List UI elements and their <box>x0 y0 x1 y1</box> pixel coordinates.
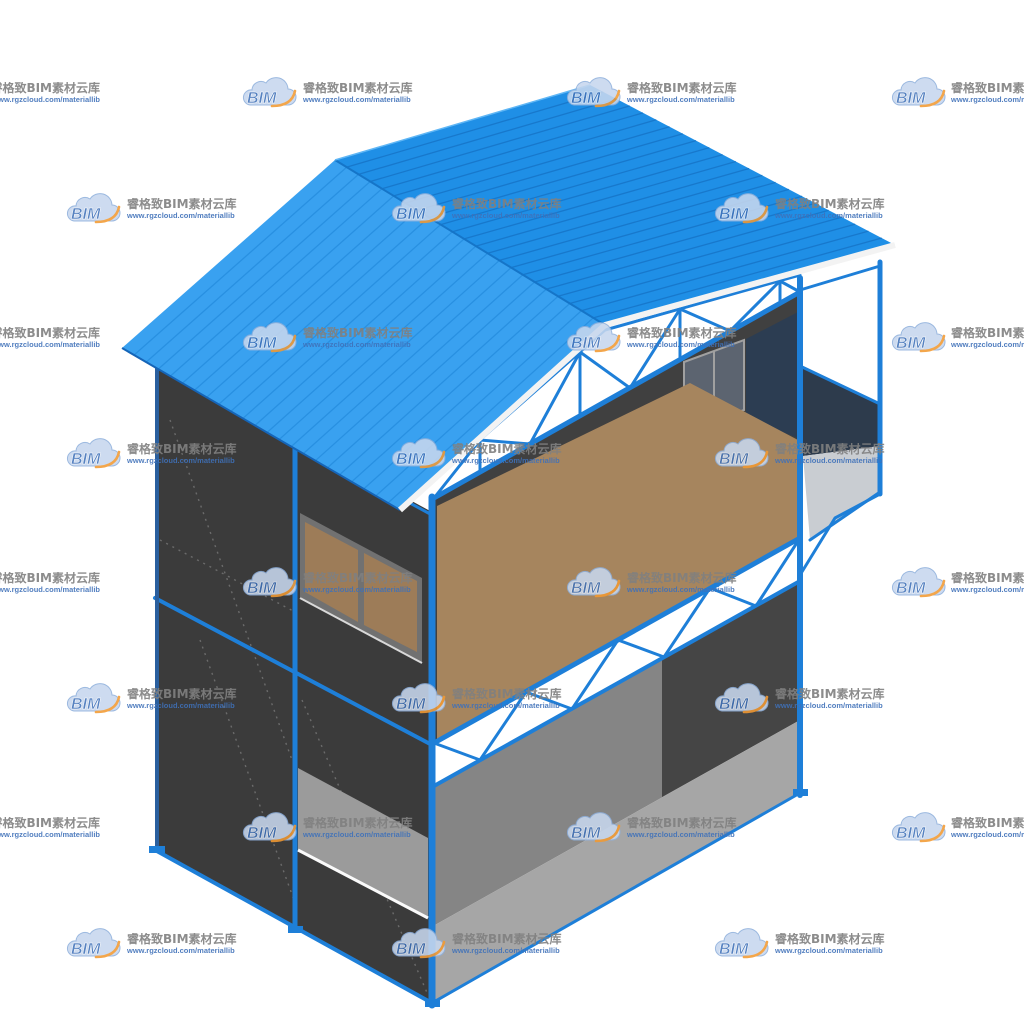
roof-rib-right <box>440 146 710 226</box>
window-pane-right <box>364 553 417 652</box>
roof-rib-left <box>387 317 594 504</box>
roof-rib-left <box>206 209 418 398</box>
roof-rib-left <box>302 267 512 455</box>
side-window <box>299 513 423 664</box>
roof-rib-left <box>339 288 547 476</box>
base-plate <box>149 846 165 853</box>
roof-rib-left <box>351 295 559 483</box>
roof-rib-right <box>393 119 657 197</box>
roof-rib-left <box>266 245 477 434</box>
roof-rib-left <box>133 166 348 356</box>
floor-truss <box>431 535 803 788</box>
roof-rib-left <box>230 224 442 412</box>
floor-truss-bottom-chord <box>432 579 802 788</box>
roof-truss-bottom-chord <box>431 289 803 501</box>
window-sill <box>299 597 423 664</box>
side-balcony <box>798 259 883 577</box>
roof-rib-right <box>346 91 604 168</box>
roof-rib-right <box>463 160 737 240</box>
roof-left-eave <box>121 347 401 511</box>
roof-rib-left <box>242 231 453 419</box>
roof-rib-right <box>370 105 630 183</box>
roof-rib-right <box>405 126 670 204</box>
roof-rib-left <box>314 274 524 462</box>
upper-story <box>435 292 800 745</box>
roof-rib-right <box>546 209 829 290</box>
roof-rib-right <box>557 216 843 297</box>
roof-rib-right <box>534 202 816 283</box>
wall-seam <box>169 419 293 761</box>
upper-right-inner-wall <box>746 312 798 438</box>
front-base-beam <box>430 791 802 1005</box>
roof-rib-right <box>593 237 882 319</box>
balcony-roof-beam <box>798 264 882 292</box>
roof-rib-right <box>475 167 750 247</box>
roof-rib-left <box>182 195 395 384</box>
wall-seam <box>159 539 296 613</box>
roof-rib-right <box>487 174 763 254</box>
roof-rib-right <box>569 223 856 305</box>
roof-rib-left <box>278 252 489 441</box>
base-plate <box>425 999 440 1007</box>
ground-floor <box>435 720 800 1003</box>
balcony-top-beam <box>798 364 882 406</box>
floor-truss-webs <box>432 536 802 762</box>
roof-rib-right <box>428 140 697 219</box>
roof-back-edge <box>334 84 591 161</box>
roof-rib-left <box>169 188 383 377</box>
roof-rib-right <box>358 98 617 175</box>
roof-rib-right <box>416 133 684 211</box>
roof-right-slope <box>335 85 895 325</box>
roof-rib-left <box>145 173 359 363</box>
balcony-slab <box>803 446 880 540</box>
roof-rib-right <box>581 230 869 312</box>
roof-rib-left <box>194 202 406 391</box>
roof-rib-left <box>218 216 430 405</box>
base-plate <box>793 789 808 796</box>
base-plates <box>149 789 808 1007</box>
roof-left-slope <box>122 160 605 510</box>
window-pane-left <box>305 522 358 622</box>
opening-threshold <box>297 848 429 920</box>
base-plate <box>288 926 303 933</box>
roof-rib-left <box>327 281 535 469</box>
roof-rib-right <box>452 153 723 233</box>
roof-rib-left <box>290 259 500 448</box>
roof-truss-webs <box>432 279 802 500</box>
roof-rib-left <box>254 238 465 426</box>
balcony-back-panel <box>803 366 880 456</box>
roof-rib-left <box>157 181 371 370</box>
side-lower-opening <box>298 768 428 918</box>
upper-wood-floor <box>437 383 798 742</box>
balcony-brace <box>798 492 882 577</box>
roof-rib-right <box>381 112 644 190</box>
roof-ridge <box>334 159 606 326</box>
